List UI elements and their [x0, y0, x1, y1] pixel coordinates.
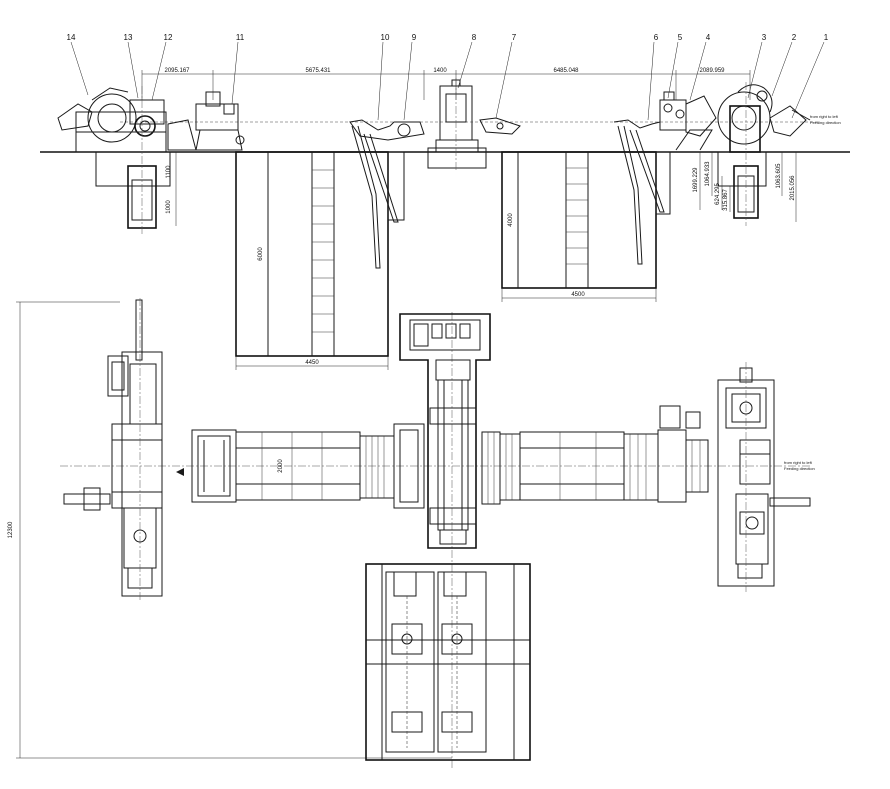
dim-624: 624.295 — [715, 183, 721, 205]
dim-1100: 1100 — [166, 165, 172, 179]
dim-2000: 2000 — [278, 459, 284, 473]
dim-12300: 12300 — [8, 521, 14, 538]
overall-length-dimension: 12300 — [8, 301, 452, 759]
callout-5: 5 — [678, 33, 683, 42]
plan-direction-line1: from right to left — [784, 460, 813, 465]
left-strip-table-plan: 2000 — [191, 423, 425, 509]
callout-11: 11 — [236, 33, 245, 42]
uncoiler-elevation: from right to left Feeding direction — [717, 82, 841, 226]
right-pit-ladder — [566, 167, 588, 265]
elev-direction-line2: Feeding direction — [810, 120, 841, 125]
slitter-plan — [399, 313, 501, 549]
knife-storage-plan — [365, 563, 531, 761]
dim-1063: 1063.605 — [776, 163, 782, 189]
right-vertical-dimensions: 1699.229 1064.933 624.295 315.867 1063.6… — [693, 152, 797, 222]
callout-9: 9 — [412, 33, 417, 42]
callouts: 14 13 12 11 10 9 8 7 6 5 4 3 2 — [67, 33, 829, 121]
callout-14: 14 — [67, 33, 76, 42]
top-dimension-chain: 2095.167 5675.431 1400 6485.048 2089.959 — [141, 68, 751, 100]
dim-6000: 6000 — [258, 247, 264, 261]
dim-2015: 2015.056 — [790, 175, 796, 201]
callout-1: 1 — [824, 33, 829, 42]
plan-view: 12300 — [8, 298, 815, 770]
right-strip-table-plan — [499, 405, 709, 503]
dim-2095: 2095.167 — [164, 68, 190, 74]
callout-6: 6 — [654, 33, 659, 42]
callout-10: 10 — [381, 33, 390, 42]
callout-8: 8 — [472, 33, 477, 42]
dim-1000: 1000 — [166, 200, 172, 214]
dim-1400: 1400 — [433, 68, 447, 74]
elev-direction-line1: from right to left — [810, 114, 839, 119]
slitter-elevation — [349, 78, 521, 172]
dim-315: 315.867 — [723, 189, 729, 211]
tension-stand-elevation — [167, 91, 245, 151]
elevation-view: 2095.167 5675.431 1400 6485.048 2089.959… — [40, 33, 850, 370]
dim-1699: 1699.229 — [693, 167, 699, 193]
plan-direction-line2: Feeding direction — [784, 466, 815, 471]
dim-4500: 4500 — [571, 292, 585, 298]
recoiler-elevation: 1100 1000 — [57, 86, 177, 236]
uncoiler-plan: from right to left Feeding direction — [717, 362, 815, 592]
entry-leveler-elevation — [613, 91, 717, 151]
dim-1064: 1064.933 — [705, 161, 711, 187]
dim-5675: 5675.431 — [305, 68, 331, 74]
callout-7: 7 — [512, 33, 517, 42]
callout-13: 13 — [124, 33, 133, 42]
dim-4000: 4000 — [508, 213, 514, 227]
callout-3: 3 — [762, 33, 767, 42]
callout-12: 12 — [164, 33, 173, 42]
callout-2: 2 — [792, 33, 797, 42]
left-looping-pit: 4450 6000 — [235, 125, 405, 370]
callout-4: 4 — [706, 33, 711, 42]
dim-4450: 4450 — [305, 360, 319, 366]
right-looping-pit: 4500 4000 — [501, 125, 671, 302]
dim-6485: 6485.048 — [553, 68, 579, 74]
dim-2089: 2089.959 — [699, 68, 725, 74]
recoiler-plan — [63, 298, 184, 600]
left-pit-ladder — [312, 169, 334, 333]
